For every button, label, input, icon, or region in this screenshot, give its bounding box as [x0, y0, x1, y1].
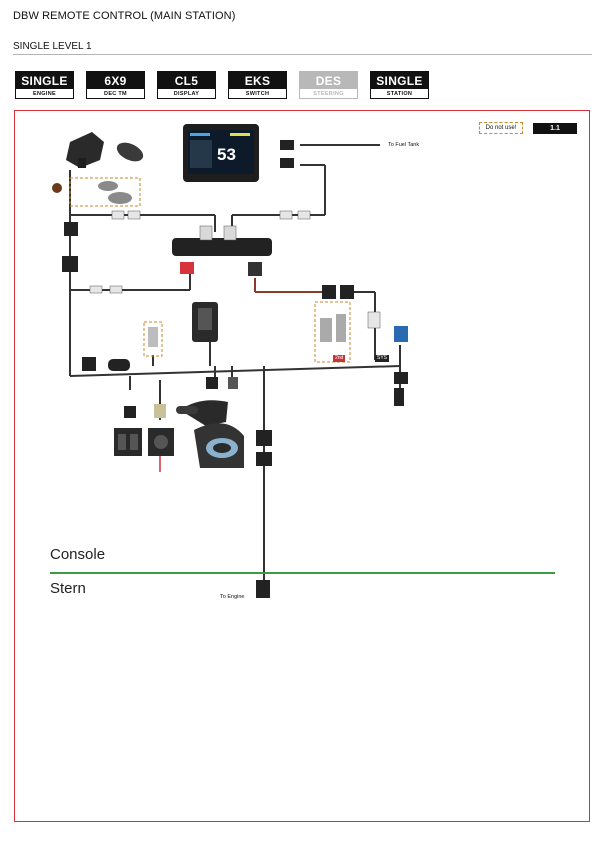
relay-box: [143, 321, 163, 357]
badge-label: STEERING: [300, 89, 357, 98]
relay-icon: [148, 327, 158, 347]
rocker-switch-icon: [114, 404, 174, 456]
diagram-frame: [14, 110, 590, 822]
badge-value: CL5: [158, 72, 215, 89]
badge-switch: EKS SWITCH: [228, 71, 287, 99]
fuel-tank-label: To Fuel Tank: [388, 142, 420, 148]
engine-label: To Engine: [220, 594, 245, 600]
key-switch-icon: [66, 132, 144, 168]
hub-icon: [172, 225, 272, 276]
zone-console-label: Console: [50, 546, 106, 563]
badge-steering: DES STEERING: [299, 71, 358, 99]
second-station-connector-icon: [320, 314, 346, 342]
second-station-box: [314, 301, 351, 363]
display-readout: 53: [217, 145, 236, 164]
badge-engine: SINGLE ENGINE: [15, 71, 74, 99]
variant-tag: 1.1: [533, 123, 577, 134]
ecu-icon: [192, 302, 218, 342]
zone-divider: [50, 572, 555, 574]
badge-value: SINGLE: [371, 72, 428, 89]
fuse-icon: [52, 183, 62, 193]
second-station-tag: 2nd: [333, 355, 346, 362]
throttle-control-icon: [176, 400, 244, 468]
terminator-icon: [89, 210, 381, 329]
badge-station: SINGLE STATION: [370, 71, 429, 99]
section-title: SINGLE LEVEL 1: [13, 41, 92, 52]
badge-display: CL5 DISPLAY: [157, 71, 216, 99]
badge-label: SWITCH: [229, 89, 286, 98]
document-title: DBW REMOTE CONTROL (MAIN STATION): [13, 10, 236, 22]
badge-value: DES: [300, 72, 357, 89]
config-badges: SINGLE ENGINE 6X9 DEC TM CL5 DISPLAY EKS…: [15, 71, 429, 99]
badge-value: EKS: [229, 72, 286, 89]
badge-label: ENGINE: [16, 89, 73, 98]
badge-value: SINGLE: [16, 72, 73, 89]
accessory-box: [69, 177, 141, 207]
badge-label: DISPLAY: [158, 89, 215, 98]
cl5-display-icon: [183, 124, 259, 182]
do-not-use-note: Do not use!: [479, 122, 523, 134]
badge-label: STATION: [371, 89, 428, 98]
badge-label: DEC TM: [87, 89, 144, 98]
lanyard-icon: [98, 181, 132, 204]
zone-stern-label: Stern: [50, 580, 86, 597]
badge-value: 6X9: [87, 72, 144, 89]
sys-tag: SYS: [375, 355, 390, 362]
section-divider: [13, 54, 592, 55]
connector-icon: [62, 140, 408, 598]
badge-dec-tm: 6X9 DEC TM: [86, 71, 145, 99]
